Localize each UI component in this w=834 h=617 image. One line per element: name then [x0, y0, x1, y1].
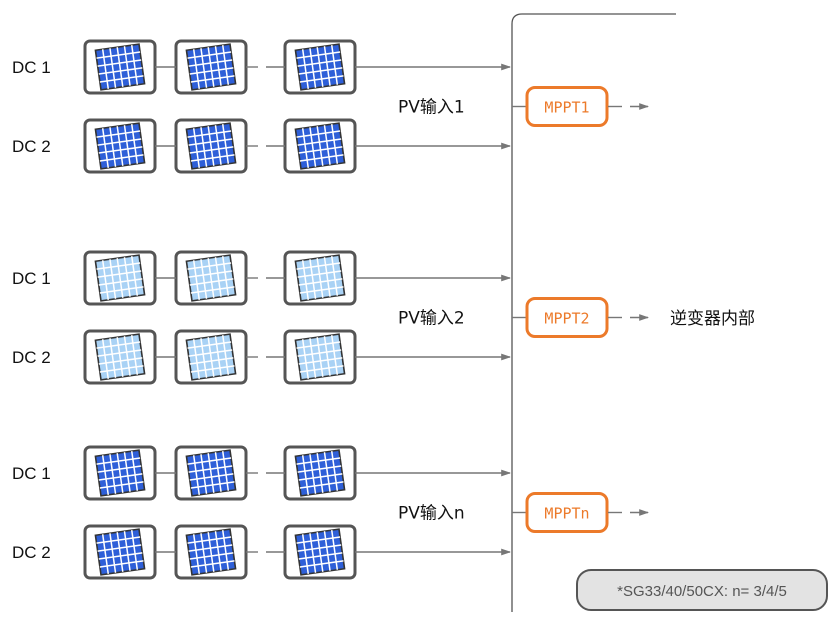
- mppt-box: [525, 492, 609, 533]
- solar-panel-icon: [83, 524, 157, 580]
- inverter-internal-label: 逆变器内部: [670, 309, 755, 329]
- solar-panel-icon: [283, 329, 357, 385]
- solar-panel-icon: [174, 524, 248, 580]
- string-label: DC 2: [12, 137, 51, 156]
- solar-panel-icon: [283, 250, 357, 306]
- string-label: DC 1: [12, 58, 51, 77]
- solar-panel-icon: [83, 118, 157, 174]
- pv-input-label: PV输入1: [398, 98, 465, 118]
- string-label: DC 1: [12, 269, 51, 288]
- pv-input-label: PV输入n: [398, 504, 465, 524]
- mppt-label: MPPT1: [544, 99, 589, 117]
- solar-panel-icon: [174, 329, 248, 385]
- solar-panel-icon: [283, 445, 357, 501]
- inverter-boundary: [511, 13, 676, 612]
- mppt-box: [525, 297, 609, 338]
- mppt-label: MPPTn: [544, 505, 589, 523]
- solar-panel-icon: [174, 250, 248, 306]
- mppt-label: MPPT2: [544, 310, 589, 328]
- solar-panel-icon: [83, 250, 157, 306]
- mppt-box: [525, 86, 609, 127]
- solar-panel-icon: [83, 329, 157, 385]
- solar-panel-icon: [83, 445, 157, 501]
- solar-panel-icon: [174, 445, 248, 501]
- solar-panel-icon: [283, 118, 357, 174]
- pv-input-label: PV输入2: [398, 309, 465, 329]
- string-label: DC 2: [12, 348, 51, 367]
- solar-panel-icon: [174, 39, 248, 95]
- model-note-text: *SG33/40/50CX: n= 3/4/5: [617, 583, 787, 600]
- solar-panel-icon: [283, 524, 357, 580]
- solar-panel-icon: [174, 118, 248, 174]
- model-note-badge: [576, 569, 828, 611]
- string-label: DC 2: [12, 543, 51, 562]
- solar-panel-icon: [283, 39, 357, 95]
- solar-panel-icon: [83, 39, 157, 95]
- string-label: DC 1: [12, 464, 51, 483]
